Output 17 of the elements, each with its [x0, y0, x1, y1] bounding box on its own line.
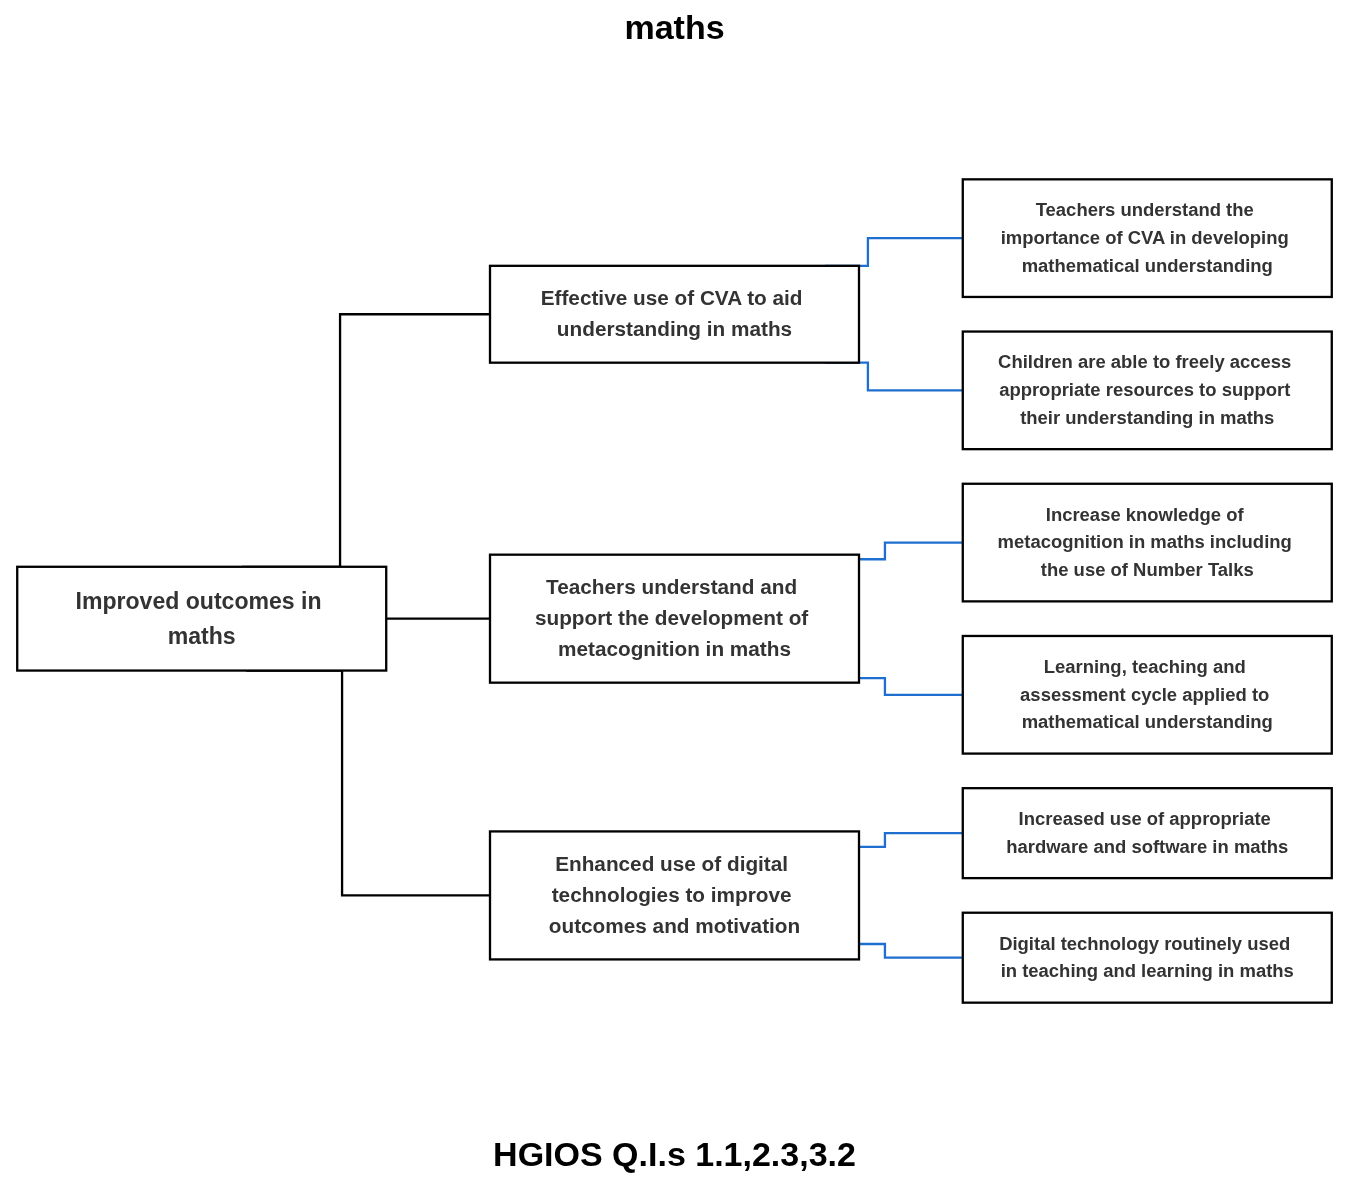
- diagram-title: maths: [624, 8, 725, 47]
- connector: [386, 617, 490, 620]
- connector: [859, 541, 963, 561]
- node-box: Enhanced use of digital technologies to improve outcomes and motivation: [488, 830, 861, 961]
- node-box: Learning, teaching and assessment cycle applied to mathematical understanding: [961, 634, 1333, 755]
- connector: [859, 942, 963, 959]
- node-box: Digital technology routinely used in teaching and learning in maths: [961, 911, 1333, 1004]
- node-box: Increased use of appropriate hardware and software in maths: [961, 787, 1333, 880]
- node-box: Teachers understand the importance of CVA in developing mathematical understanding: [961, 178, 1333, 299]
- node-box: Increase knowledge of metacognition in maths including the use of Number Talks: [961, 482, 1333, 603]
- node-box: Improved outcomes in maths: [16, 565, 388, 672]
- node-box: Children are able to freely access appropriate resources to support their understanding in maths: [961, 330, 1333, 451]
- note-text: HGIOS Q.I.s 1.1,2.3,3.2: [493, 1135, 856, 1174]
- node-box: Effective use of CVA to aid understanding in maths: [488, 264, 861, 364]
- node-box: Teachers understand and support the development of metacognition in maths: [488, 553, 861, 684]
- connector: [859, 676, 963, 696]
- connector: [859, 832, 963, 848]
